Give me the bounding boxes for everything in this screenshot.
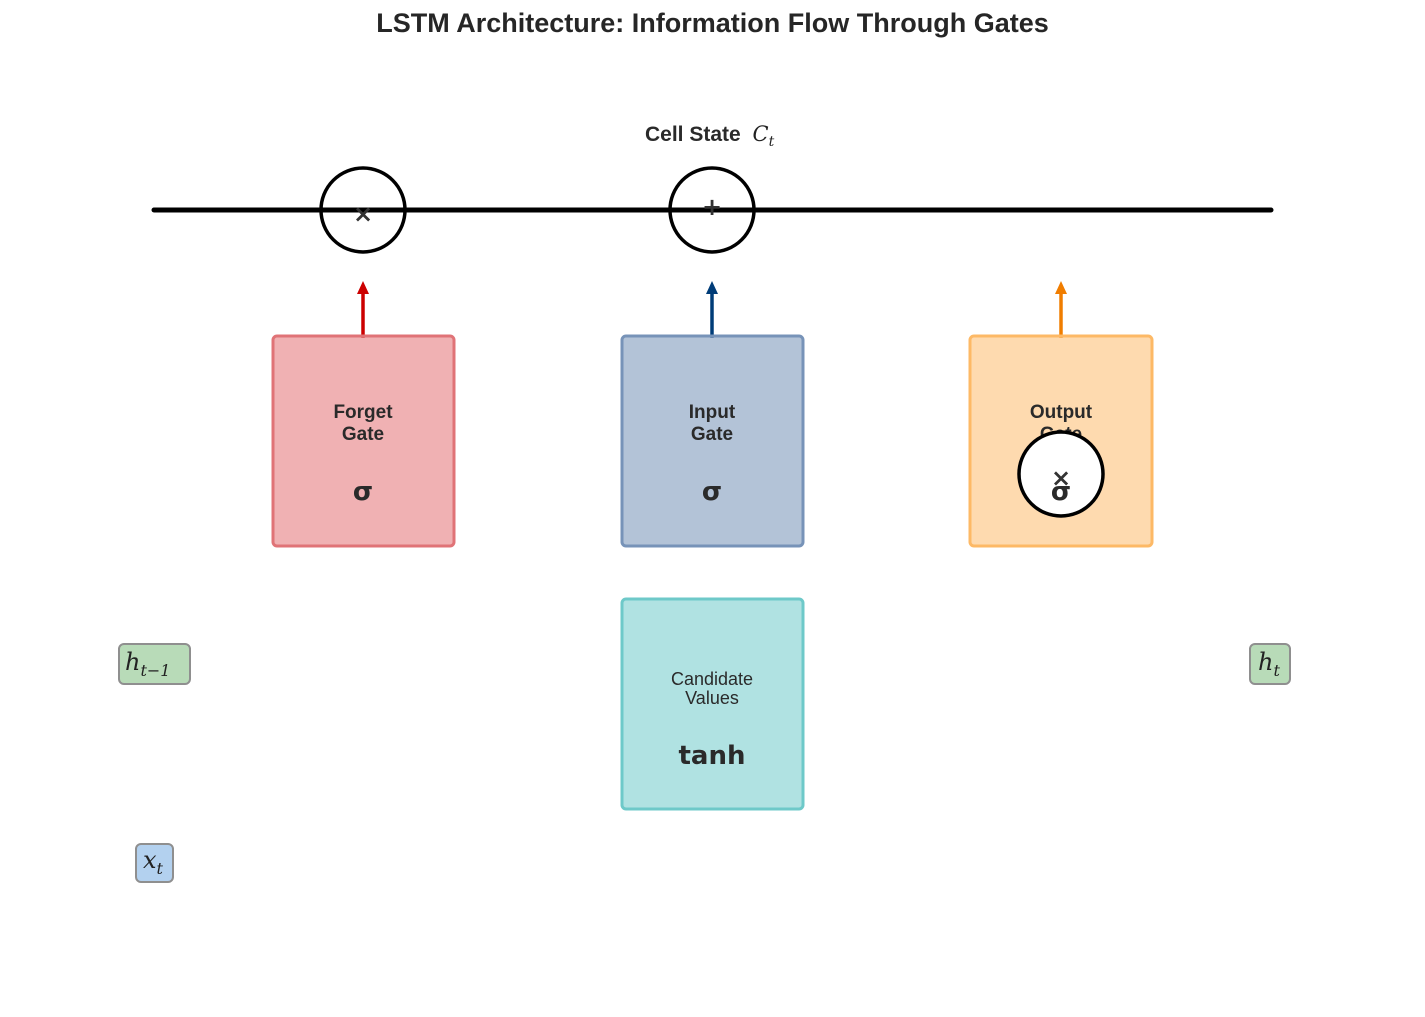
forget-gate-arrow (357, 281, 369, 338)
h-prev-input: ht−1 (118, 643, 191, 685)
diagram-title: LSTM Architecture: Information Flow Thro… (376, 8, 1049, 38)
cell-state-label: Cell State Ct (645, 122, 775, 150)
forget-multiply-op: × (319, 166, 407, 254)
input-add-op: + (668, 166, 756, 254)
input-gate-label-1: Input (689, 402, 736, 423)
multiply-symbol: × (353, 200, 373, 228)
x-t-symbol: x (143, 846, 157, 874)
forget-gate-label-2: Gate (342, 424, 384, 445)
candidate-label-1: Candidate (671, 669, 753, 689)
cell-state-symbol: C (753, 122, 769, 146)
add-symbol: + (702, 193, 722, 221)
output-gate-function: σ (1051, 477, 1071, 507)
h-prev-symbol: h (125, 648, 140, 676)
input-gate-function: σ (702, 477, 722, 507)
output-gate: Output Gate σ × (968, 334, 1154, 548)
output-multiply-circle (1017, 430, 1105, 518)
input-gate-label-2: Gate (691, 424, 733, 445)
candidate-values: Candidate Values tanh (620, 597, 805, 811)
h-prev-subscript: t−1 (140, 661, 170, 680)
cell-state-text: Cell State (645, 123, 741, 146)
h-t-subscript: t (1273, 661, 1280, 680)
input-gate: Input Gate σ (620, 334, 805, 548)
candidate-label-2: Values (685, 688, 739, 708)
svg-text:ht−1: ht−1 (125, 648, 170, 680)
output-multiply-symbol: × (1051, 464, 1071, 492)
output-gate-arrow (1055, 281, 1067, 338)
svg-text:xt: xt (143, 846, 164, 878)
forget-gate-label-1: Forget (333, 402, 393, 423)
x-t-input: xt (135, 843, 174, 883)
candidate-function: tanh (679, 741, 746, 771)
x-t-subscript: t (157, 859, 164, 878)
svg-text:ht: ht (1258, 648, 1280, 680)
input-gate-arrow (706, 281, 718, 338)
forget-gate-function: σ (353, 477, 373, 507)
cell-state-subscript: t (769, 134, 775, 150)
forget-gate: Forget Gate σ (271, 334, 456, 548)
h-t-symbol: h (1258, 648, 1273, 676)
h-t-output: ht (1249, 643, 1291, 685)
output-gate-label-1: Output (1030, 402, 1093, 423)
